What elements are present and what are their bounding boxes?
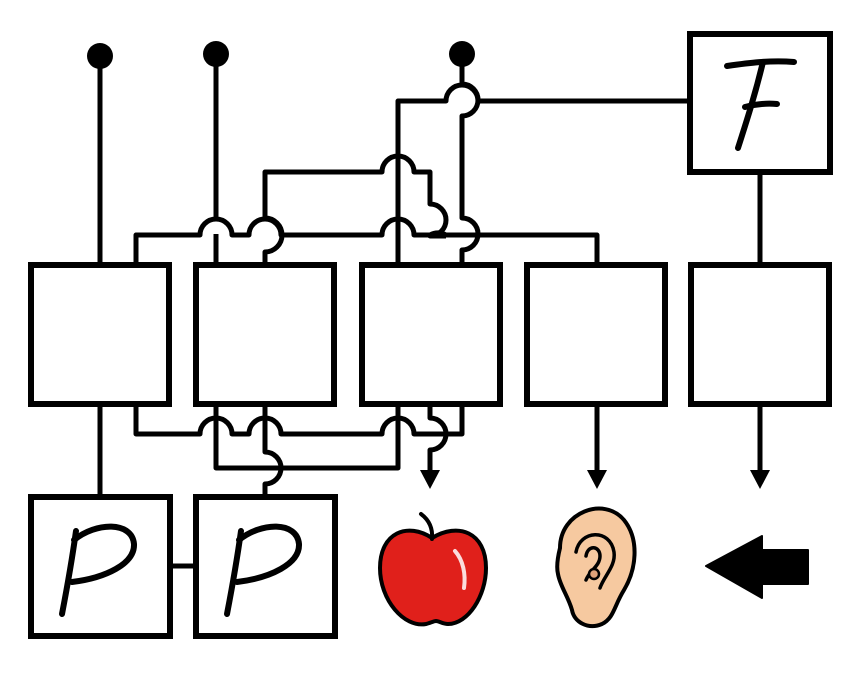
f-letter bbox=[724, 58, 797, 151]
box-4 bbox=[524, 262, 668, 407]
box-2-to-p-2 bbox=[262, 404, 284, 497]
arrowhead-apple bbox=[420, 470, 440, 489]
processing-boxes bbox=[28, 262, 832, 407]
p-letter-1 bbox=[59, 523, 137, 617]
box-2 bbox=[193, 262, 337, 407]
input-terminals bbox=[87, 41, 481, 265]
arrowhead-ear bbox=[587, 470, 607, 489]
upper-bus bbox=[133, 216, 600, 265]
box-3 bbox=[359, 262, 503, 407]
box-5 bbox=[688, 262, 832, 407]
lower-wiring bbox=[97, 404, 770, 569]
f-box bbox=[687, 31, 833, 175]
left-arrow-icon bbox=[705, 535, 809, 599]
box-1 bbox=[28, 262, 172, 407]
p-box-1 bbox=[28, 494, 173, 639]
box-3-to-apple bbox=[427, 404, 449, 470]
arrowhead-left-arrow bbox=[750, 470, 770, 489]
ear-icon bbox=[555, 506, 637, 629]
loop-wire-1 bbox=[262, 153, 449, 265]
lower-loop bbox=[213, 404, 401, 471]
p-letter-2 bbox=[224, 523, 302, 617]
apple-icon bbox=[377, 512, 489, 627]
p-box-2 bbox=[193, 494, 338, 639]
feedback-line-top bbox=[395, 82, 690, 265]
upper-wiring bbox=[133, 82, 763, 265]
lower-bus bbox=[133, 404, 465, 437]
